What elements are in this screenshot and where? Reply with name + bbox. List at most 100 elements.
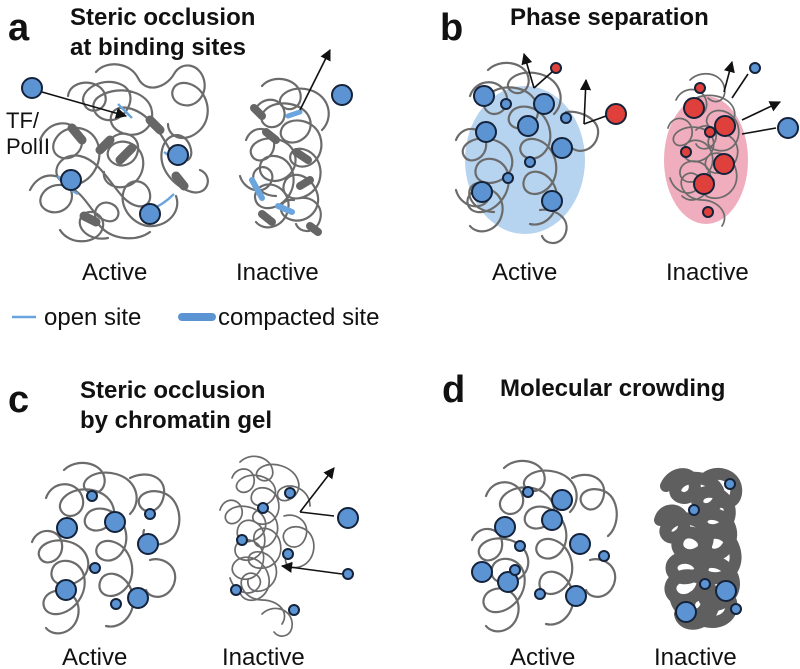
panel-c: c Steric occlusion by chromatin gel [8, 377, 359, 669]
protein-large [565, 585, 587, 607]
protein-red-small [694, 82, 706, 94]
panel-b-title-line1: Phase separation [510, 4, 709, 31]
panel-d-title-line1: Molecular crowding [500, 375, 725, 402]
exit-arrow [299, 467, 335, 513]
protein-large [517, 115, 539, 137]
protein-large [104, 511, 126, 533]
protein-small [89, 562, 101, 574]
protein-large [551, 489, 573, 511]
panel-b-letter: b [440, 7, 463, 49]
protein-large [137, 533, 159, 555]
protein-red-small [702, 206, 714, 218]
panel-a-title-line2: at binding sites [70, 34, 246, 61]
protein-small [282, 548, 294, 560]
protein-large [715, 580, 737, 602]
panel-c-letter: c [8, 379, 29, 421]
protein-small [257, 502, 269, 514]
panel-d-inactive-label: Inactive [654, 644, 737, 669]
protein-small [688, 504, 700, 516]
legend-compacted-site: compacted site [218, 304, 379, 331]
protein-small [598, 550, 610, 562]
protein-large [551, 137, 573, 159]
protein-small-unbound [749, 62, 761, 74]
entry-arrow [280, 561, 343, 575]
protein-large [675, 601, 697, 623]
tf-polii-label-line1: TF/ [6, 108, 40, 133]
protein-large [471, 181, 493, 203]
protein-small [522, 486, 534, 498]
protein-small [500, 98, 512, 110]
protein-small [730, 603, 742, 615]
tf-polii-protein [21, 77, 43, 99]
panel-b-inactive-proteins [680, 60, 799, 218]
protein-red-large [713, 153, 735, 175]
protein-large [541, 190, 563, 212]
protein-unbound [331, 84, 353, 106]
panel-b-active-proteins [471, 52, 627, 212]
binding-arrow [41, 91, 128, 119]
protein-large [55, 579, 77, 601]
protein-large [494, 516, 516, 538]
protein-large [471, 561, 493, 583]
exit-arrow [583, 115, 607, 125]
legend-open-site: open site [44, 304, 141, 331]
panel-b-active-chromatin [454, 61, 600, 245]
panel-c-active-proteins [55, 490, 159, 610]
panel-a-active-label: Active [82, 259, 147, 286]
panel-a-active-proteins [21, 77, 189, 225]
exit-arrow [741, 127, 777, 135]
protein-large [127, 587, 149, 609]
protein-unbound [777, 117, 799, 139]
protein-large [533, 93, 555, 115]
protein-large [473, 85, 495, 107]
panel-c-title-line2: by chromatin gel [80, 407, 272, 434]
protein-red-large [605, 103, 627, 125]
protein-large [56, 517, 78, 539]
protein-red-small [550, 62, 562, 74]
protein-bound [167, 144, 189, 166]
protein-small [534, 588, 546, 600]
panel-a-inactive-label: Inactive [236, 259, 319, 286]
exit-arrow [521, 52, 535, 89]
panel-d-active-label: Active [510, 644, 575, 669]
panel-a: a Steric occlusion at binding sites TF/ … [6, 4, 379, 331]
panel-a-letter: a [8, 7, 30, 49]
panel-c-active-label: Active [62, 644, 127, 669]
release-arrow [299, 48, 331, 111]
protein-small [144, 508, 156, 520]
exit-arrow [579, 78, 592, 125]
panel-b-active-label: Active [492, 259, 557, 286]
protein-red-large [683, 97, 705, 119]
panel-a-inactive-chromatin [238, 77, 330, 236]
legend: open site compacted site [12, 304, 379, 331]
protein-small-unbound [342, 568, 354, 580]
protein-small [509, 564, 521, 576]
protein-small [110, 598, 122, 610]
exit-arrow [723, 60, 735, 93]
panel-c-inactive-proteins [230, 467, 359, 616]
exit-arrow [741, 101, 782, 121]
panel-d-inactive-proteins [675, 478, 742, 623]
panel-d-active-chromatin [470, 459, 618, 633]
protein-small [699, 578, 711, 590]
protein-red-small [680, 146, 692, 158]
protein-large [497, 571, 519, 593]
panel-b: b Phase separation [440, 4, 799, 286]
protein-small [86, 490, 98, 502]
protein-small [502, 172, 514, 184]
protein-red-large [693, 173, 715, 195]
tf-polii-label-line2: PolII [6, 134, 50, 159]
protein-red-small [704, 126, 716, 138]
exit-arrow [533, 71, 553, 89]
protein-bound [60, 169, 82, 191]
protein-red-large [714, 115, 736, 137]
protein-unbound [337, 507, 359, 529]
protein-small [724, 478, 736, 490]
protein-small [524, 156, 536, 168]
panel-c-title-line1: Steric occlusion [80, 377, 265, 404]
protein-small [288, 604, 300, 616]
panel-a-inactive-proteins [299, 48, 353, 111]
panel-a-active-chromatin [28, 63, 209, 243]
protein-large [569, 533, 591, 555]
